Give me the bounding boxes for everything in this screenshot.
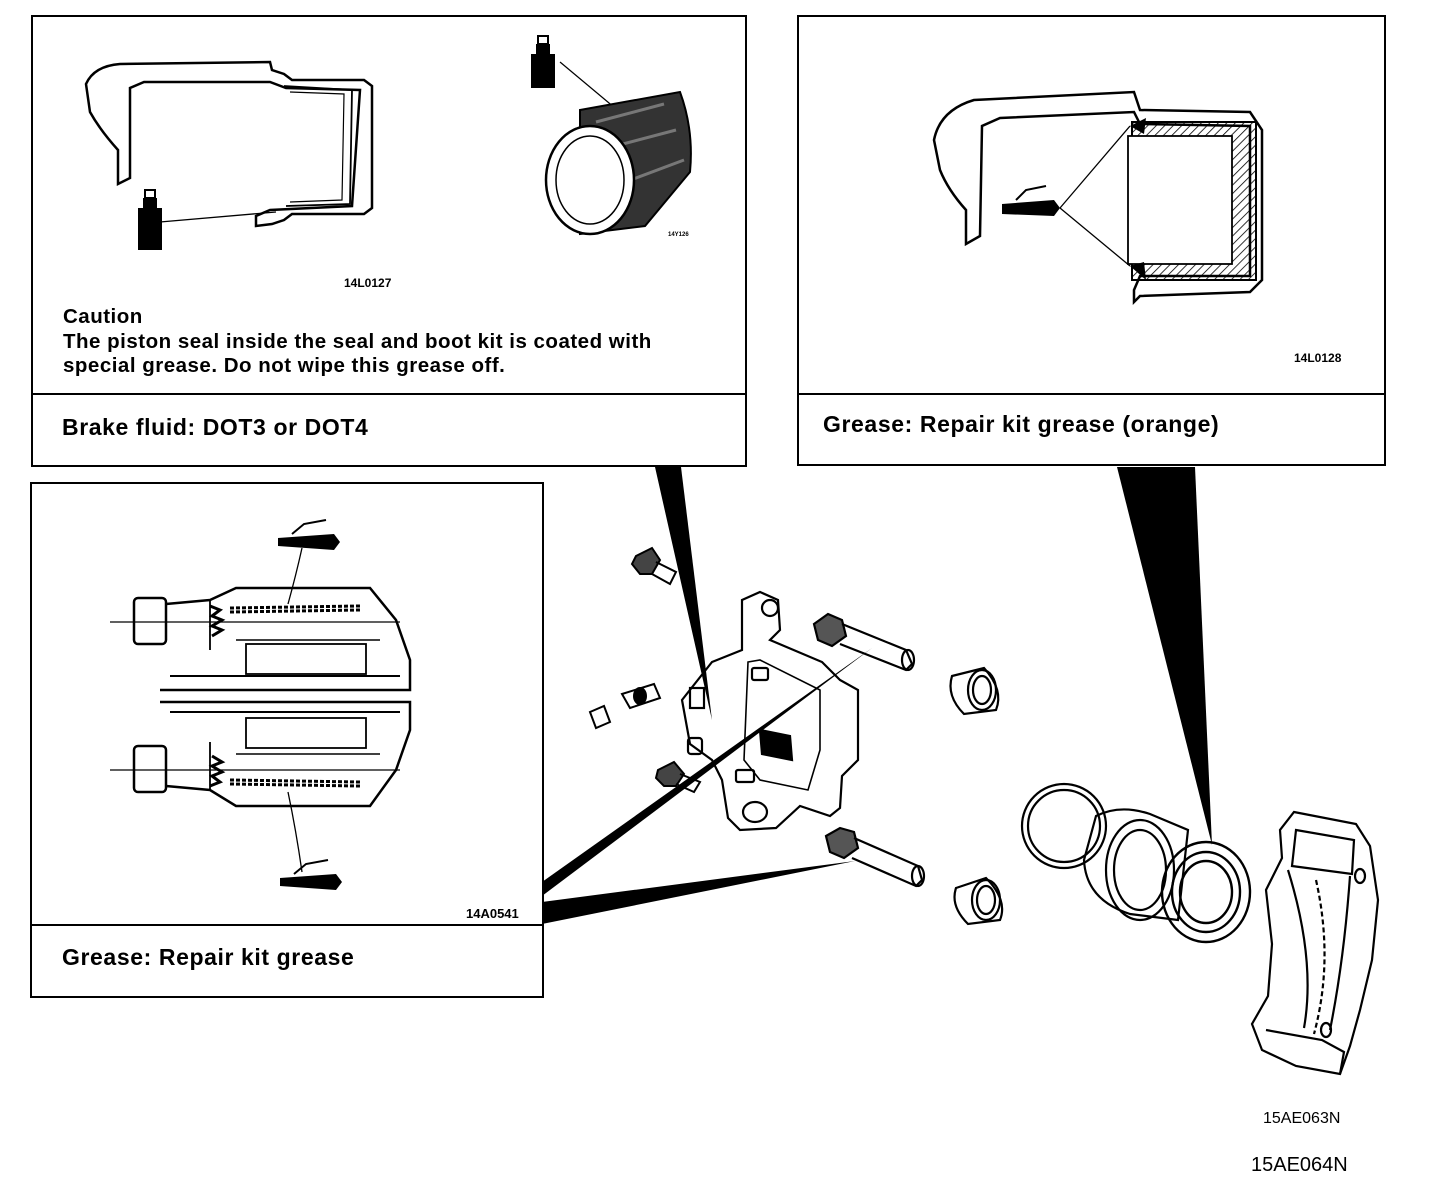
figure-code-small: 14Y126	[668, 232, 689, 238]
caliper-body-drawing	[1250, 810, 1380, 1076]
pointer-brake-fluid	[655, 467, 712, 720]
piston-drawing	[544, 90, 692, 236]
panel-repair-kit-grease	[30, 482, 544, 998]
caption-brake-fluid: Brake fluid: DOT3 or DOT4	[62, 414, 369, 440]
piston-seal-ring-drawing	[1020, 782, 1108, 870]
caution-title: Caution	[63, 305, 143, 328]
caliper-section-drawing	[84, 60, 374, 228]
boot-bellows	[208, 604, 361, 788]
panel-orange-grease	[797, 15, 1386, 466]
pointer-pin-upper	[542, 648, 872, 896]
caption-bar-brake-fluid	[33, 393, 745, 465]
brake-fluid-bottle-icon	[138, 189, 162, 250]
caption-bar-repair-kit-grease	[32, 924, 542, 996]
caption-orange-grease: Grease: Repair kit grease (orange)	[823, 411, 1220, 437]
figure-code-15ae064n: 15AE064N	[1251, 1154, 1348, 1176]
slide-pin-section-drawing	[110, 586, 412, 808]
pin-boot-drawing	[949, 666, 1004, 926]
caption-repair-kit-grease: Grease: Repair kit grease	[62, 944, 355, 970]
figure-code-15ae063n: 15AE063N	[1263, 1110, 1341, 1127]
caution-line-2: special grease. Do not wipe this grease …	[63, 354, 506, 377]
grease-tube-icon-lower	[280, 791, 342, 890]
grease-tube-icon-upper	[278, 519, 340, 605]
bolt-drawing	[630, 546, 702, 794]
pointer-orange-grease	[1117, 467, 1212, 845]
figure-code-14a0541: 14A0541	[466, 906, 519, 921]
figure-code-14l0128: 14L0128	[1294, 351, 1342, 365]
brake-fluid-bottle-icon-2	[531, 35, 555, 88]
caliper-bracket-drawing	[680, 590, 860, 832]
bleeder-screw-drawing	[588, 682, 662, 730]
panel-brake-fluid	[31, 15, 747, 467]
caution-line-1: The piston seal inside the seal and boot…	[63, 330, 652, 353]
grease-tube-icon-orange	[1002, 125, 1131, 267]
dust-boot-drawing	[1160, 840, 1252, 944]
caption-bar-orange-grease	[799, 393, 1384, 464]
guide-pin-lower-drawing	[824, 826, 926, 888]
pointer-pin-lower	[542, 861, 855, 924]
figure-code-14l0127: 14L0127	[344, 276, 392, 290]
guide-pin-upper-drawing	[812, 612, 916, 672]
